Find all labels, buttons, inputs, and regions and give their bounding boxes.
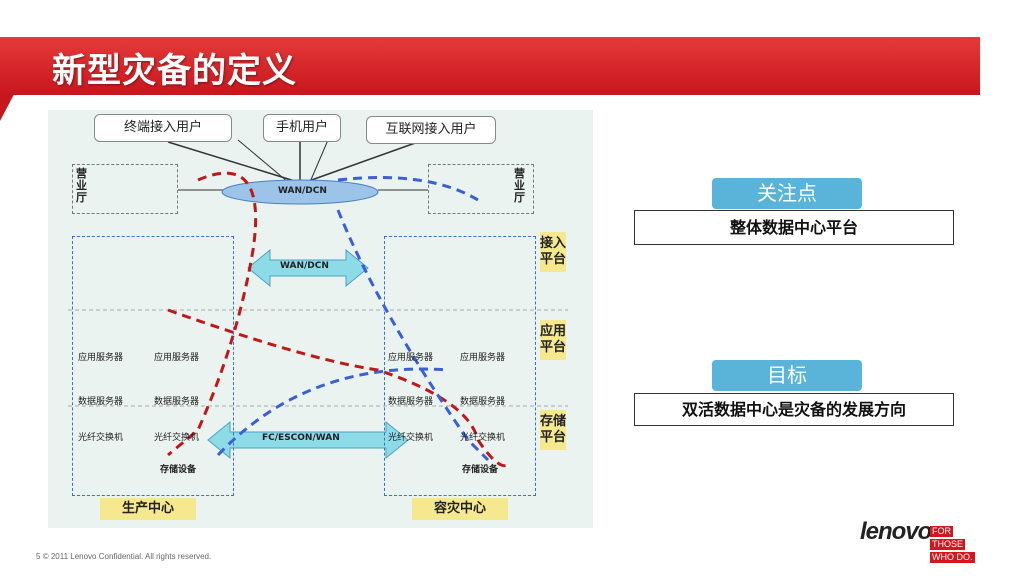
dr-center-box (384, 236, 536, 496)
branch-left (72, 164, 178, 214)
branch-label-left: 营业厅 (76, 167, 87, 204)
layer-storage: 存储平台 (540, 410, 566, 450)
footer-text: 2011 Lenovo Confidential. All rights res… (50, 552, 212, 561)
fiber-switch-label: 光纤交换机 (78, 433, 124, 443)
slide-title: 新型灾备的定义 (52, 51, 297, 91)
layer-application: 应用平台 (540, 320, 566, 360)
branch-right (428, 164, 534, 214)
app-server-label: 应用服务器 (388, 353, 434, 363)
link-wan-label: WAN/DCN (280, 261, 329, 271)
db-server-label: 数据服务器 (460, 397, 506, 407)
diagram-lines (68, 139, 568, 468)
footer: 5 © 2011 Lenovo Confidential. All rights… (36, 552, 211, 561)
fiber-switch-label: 光纤交换机 (460, 433, 506, 443)
storage-label: 存储设备 (160, 465, 197, 475)
network-label: WAN/DCN (278, 186, 327, 196)
db-server-label: 数据服务器 (154, 397, 200, 407)
focus-tag: 关注点 (712, 178, 862, 209)
page-number: 5 (36, 552, 41, 561)
branch-label-right: 营业厅 (514, 167, 525, 204)
fiber-switch-label: 光纤交换机 (154, 433, 200, 443)
goal-tag: 目标 (712, 360, 862, 391)
dr-center-label: 容灾中心 (412, 498, 508, 520)
db-server-label: 数据服务器 (78, 397, 124, 407)
goal-box: 双活数据中心是灾备的发展方向 (634, 393, 954, 426)
lenovo-logo: lenovo (860, 518, 932, 545)
app-server-label: 应用服务器 (154, 353, 200, 363)
layer-access: 接入平台 (540, 232, 566, 272)
tagline-for: FOR (930, 526, 953, 537)
user-box-terminal: 终端接入用户 (94, 114, 232, 142)
fiber-switch-label: 光纤交换机 (388, 433, 434, 443)
app-server-label: 应用服务器 (78, 353, 124, 363)
prod-center-box (72, 236, 234, 496)
link-fc-label: FC/ESCON/WAN (262, 433, 340, 443)
tagline-who-do: WHO DO. (930, 552, 975, 563)
db-server-label: 数据服务器 (388, 397, 434, 407)
app-server-label: 应用服务器 (460, 353, 506, 363)
user-box-mobile: 手机用户 (263, 114, 341, 142)
architecture-diagram: 终端接入用户 手机用户 互联网接入用户 WAN/DCN 营业厅 营业厅 WAN/… (48, 110, 593, 528)
focus-box: 整体数据中心平台 (634, 210, 954, 245)
title-bar (0, 37, 980, 95)
copyright-icon: © (42, 552, 49, 561)
storage-label: 存储设备 (462, 465, 499, 475)
user-box-internet: 互联网接入用户 (366, 116, 496, 144)
prod-center-label: 生产中心 (100, 498, 196, 520)
tagline-those: THOSE (930, 539, 966, 550)
